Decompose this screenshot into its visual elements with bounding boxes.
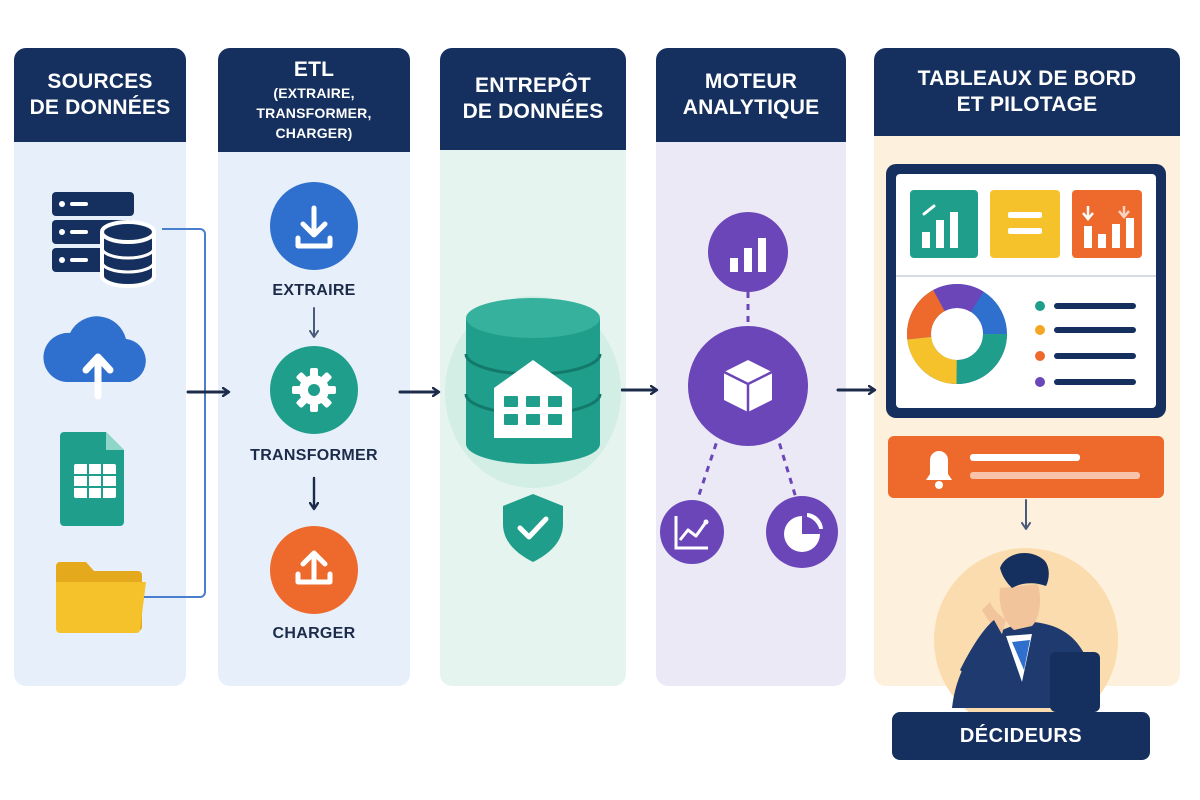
folder-icon <box>56 562 146 634</box>
sources-title-line2: DE DONNÉES <box>29 96 171 119</box>
shield-check-icon <box>503 494 563 562</box>
line-chart-icon <box>660 500 724 564</box>
cube-icon <box>688 326 808 446</box>
etl-title-line3: CHARGER) <box>275 125 353 141</box>
dashboard-monitor-icon <box>886 164 1166 418</box>
column-sources-header: SOURCES DE DONNÉES <box>14 48 186 142</box>
warehouse-title-line1: ENTREPÔT <box>475 74 591 97</box>
gear-icon <box>270 346 358 434</box>
database-warehouse-icon <box>445 296 621 488</box>
spreadsheet-icon <box>60 432 124 526</box>
bell-alert-icon <box>888 436 1164 498</box>
dashboard-title-line1: TABLEAUX DE BORD <box>917 67 1137 90</box>
analytics-title-line2: ANALYTIQUE <box>682 96 820 119</box>
etl-step-load-label: CHARGER <box>272 625 356 642</box>
sources-connector <box>144 228 206 598</box>
etl-title-line2: (EXTRAIRE, TRANSFORMER, <box>256 85 372 121</box>
column-warehouse-header: ENTREPÔT DE DONNÉES <box>440 48 626 150</box>
person-thinking-icon <box>934 548 1118 732</box>
download-icon <box>270 182 358 270</box>
decision-makers-badge: DÉCIDEURS <box>892 712 1150 760</box>
analytics-title-line1: MOTEUR <box>704 70 798 93</box>
sources-title-line1: SOURCES <box>47 70 153 93</box>
pie-chart-icon <box>766 496 838 568</box>
column-etl-header: ETL (EXTRAIRE, TRANSFORMER, CHARGER) <box>218 48 410 152</box>
bar-chart-icon <box>708 212 788 292</box>
server-database-icon <box>52 192 156 288</box>
upload-icon <box>270 526 358 614</box>
etl-title-line1: ETL <box>293 58 335 81</box>
column-analytics-header: MOTEUR ANALYTIQUE <box>656 48 846 142</box>
dashboard-title-line2: ET PILOTAGE <box>956 93 1098 116</box>
etl-step-transform-label: TRANSFORMER <box>250 447 378 464</box>
column-dashboard-header: TABLEAUX DE BORD ET PILOTAGE <box>874 48 1180 136</box>
warehouse-title-line2: DE DONNÉES <box>462 100 604 123</box>
cloud-upload-icon <box>43 316 146 400</box>
etl-step-extract-label: EXTRAIRE <box>272 282 356 299</box>
